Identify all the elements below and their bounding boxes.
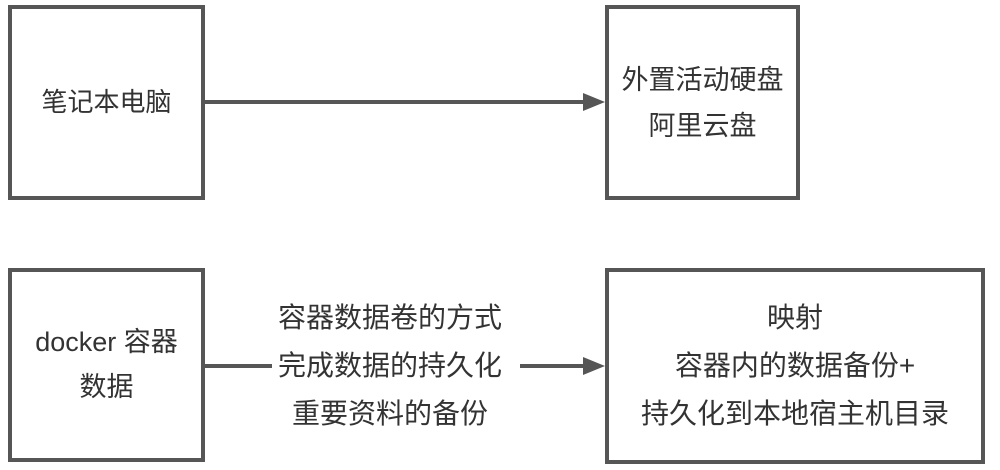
external-drive-box-line2: 阿里云盘 (648, 110, 757, 141)
top-arrow-line (205, 100, 585, 104)
docker-data-box: docker 容器 数据 (8, 268, 205, 462)
docker-data-box-line2: 数据 (79, 372, 134, 402)
mapping-box-line2: 容器内的数据备份+ (674, 350, 916, 381)
mapping-box-line3: 持久化到本地宿主机目录 (640, 398, 949, 429)
mapping-box: 映射 容器内的数据备份+ 持久化到本地宿主机目录 (605, 268, 985, 464)
docker-data-box-line1: docker 容器 (35, 327, 178, 357)
bottom-arrow-right-segment (520, 364, 585, 368)
bottom-edge-label-line1: 容器数据卷的方式 (277, 302, 502, 333)
bottom-edge-label-line3: 重要资料的备份 (291, 398, 488, 429)
bottom-edge-label: 容器数据卷的方式 完成数据的持久化 重要资料的备份 (255, 294, 525, 438)
external-drive-box-line1: 外置活动硬盘 (621, 64, 784, 95)
bottom-arrow-head-icon (583, 357, 605, 375)
laptop-box: 笔记本电脑 (8, 5, 205, 200)
external-drive-box: 外置活动硬盘 阿里云盘 (605, 5, 800, 200)
mapping-box-line1: 映射 (766, 302, 823, 333)
bottom-edge-label-line2: 完成数据的持久化 (277, 350, 502, 381)
top-arrow-head-icon (583, 93, 605, 111)
laptop-box-label: 笔记本电脑 (41, 87, 172, 117)
bottom-arrow-left-segment (205, 364, 272, 368)
